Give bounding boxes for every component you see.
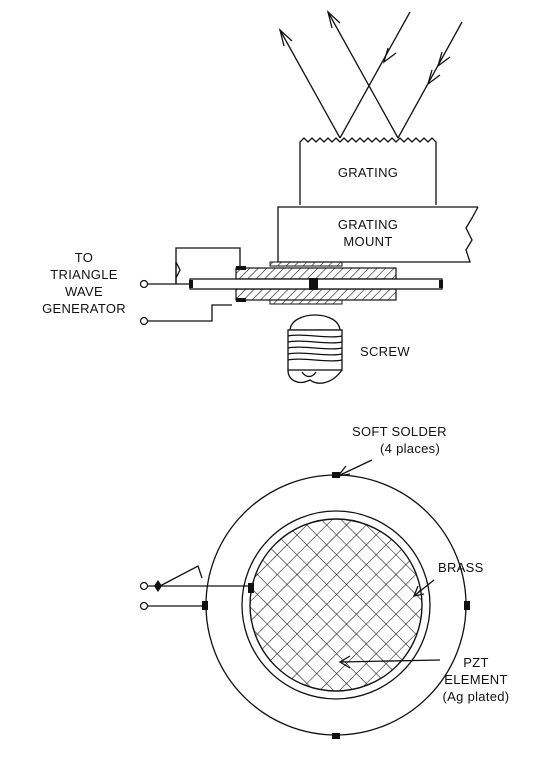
terminal-top — [139, 279, 149, 289]
leader-arrow — [412, 585, 425, 597]
wire — [159, 565, 203, 587]
wiring-top: TO TRIANGLE WAVE GENERATOR — [42, 247, 241, 326]
soft-solder-right — [464, 601, 470, 610]
grating-outline — [299, 137, 437, 205]
terminal-top — [139, 581, 149, 591]
soft-solder-left — [202, 601, 208, 610]
terminal-bottom — [139, 601, 149, 611]
grating-mount-label-line2: MOUNT — [343, 234, 392, 249]
wire — [175, 261, 181, 284]
screw-break — [287, 369, 343, 384]
pzt-label-line2: ELEMENT — [444, 672, 508, 687]
leader-arrow — [338, 655, 351, 669]
soft-solder-bottom — [332, 733, 340, 739]
pzt-assembly-section — [189, 261, 443, 305]
screw-label: SCREW — [360, 344, 410, 359]
pzt-disc-front-view — [202, 472, 470, 739]
solder-dot-left — [189, 280, 193, 288]
solder-strip-top — [269, 261, 343, 267]
pzt-crosshatch — [250, 519, 422, 691]
screw-head — [289, 314, 341, 331]
wire — [148, 304, 232, 322]
leader-pzt — [339, 659, 441, 663]
generator-label-line3: WAVE — [65, 284, 103, 299]
grating-mount: GRATING MOUNT — [277, 206, 479, 263]
brass-inner-edge — [241, 510, 431, 700]
ray-out-left — [279, 29, 341, 139]
light-rays — [278, 10, 463, 139]
ray-arrow — [278, 28, 293, 47]
soft-solder-label-line1: SOFT SOLDER — [352, 424, 447, 439]
screw: SCREW — [287, 314, 410, 384]
pzt-label-line1: PZT — [463, 655, 488, 670]
screw-threads — [287, 334, 343, 362]
ray-arrow — [426, 69, 441, 86]
generator-label-line4: GENERATOR — [42, 301, 126, 316]
ray-arrow — [382, 47, 397, 64]
solder-dot-bottom — [236, 298, 246, 302]
ray-in-right — [397, 21, 463, 139]
electrode-contact — [248, 583, 254, 593]
brass-label: BRASS — [438, 560, 484, 575]
leader-arrow — [336, 465, 351, 477]
generator-label-line2: TRIANGLE — [50, 267, 117, 282]
solder-dot-center — [309, 278, 318, 290]
solder-dot-top — [236, 266, 246, 270]
wire-junction — [154, 580, 162, 592]
solder-dot-right — [439, 280, 443, 288]
ray-arrow — [326, 10, 341, 29]
ray-arrow — [436, 51, 451, 68]
soft-solder-label-line2: (4 places) — [380, 441, 440, 456]
grating-mount-outline — [277, 206, 479, 263]
leader-brass — [413, 579, 435, 597]
terminal-bottom — [139, 316, 149, 326]
solder-strip-bottom — [269, 299, 343, 305]
grating-mount-label-line1: GRATING — [338, 217, 398, 232]
brass-ring-top — [235, 267, 397, 280]
pzt-label-line3: (Ag plated) — [443, 689, 510, 704]
soft-solder-top — [332, 472, 340, 478]
bottom-labels: SOFT SOLDER (4 places) BRASS PZT ELEMENT… — [336, 424, 510, 704]
screw-break-detail — [301, 371, 317, 378]
ray-out-right — [327, 11, 399, 139]
brass-ring-bottom — [235, 288, 397, 301]
grating: GRATING — [299, 137, 437, 205]
wiring-bottom — [139, 565, 248, 611]
leader-soft-solder — [337, 459, 373, 477]
ray-in-left — [339, 11, 411, 139]
generator-label-line1: TO — [75, 250, 93, 265]
grating-label: GRATING — [338, 165, 398, 180]
